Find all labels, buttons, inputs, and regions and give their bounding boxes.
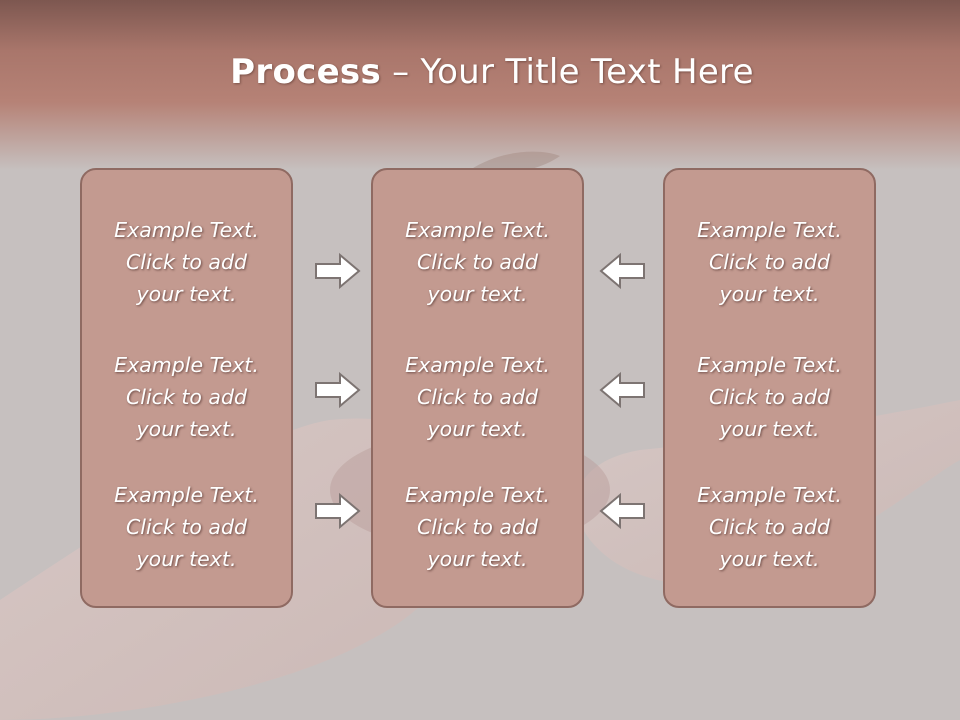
right-arrow-icon — [315, 492, 361, 530]
text-line: your text. — [427, 282, 528, 306]
text-block[interactable]: Example Text. Click to add your text. — [373, 214, 582, 310]
text-block[interactable]: Example Text. Click to add your text. — [373, 479, 582, 575]
text-line: Example Text. — [405, 483, 550, 507]
text-line: Click to add — [416, 515, 539, 539]
text-block[interactable]: Example Text. Click to add your text. — [82, 349, 291, 445]
text-line: your text. — [719, 282, 820, 306]
text-line: Example Text. — [697, 483, 842, 507]
text-line: Click to add — [416, 250, 539, 274]
text-block[interactable]: Example Text. Click to add your text. — [373, 349, 582, 445]
text-line: your text. — [136, 282, 237, 306]
header-band — [0, 0, 960, 170]
text-line: Example Text. — [697, 353, 842, 377]
middle-panel[interactable]: Example Text. Click to add your text. Ex… — [371, 168, 584, 608]
title-rest: – Your Title Text Here — [381, 52, 754, 92]
text-line: your text. — [719, 547, 820, 571]
text-block[interactable]: Example Text. Click to add your text. — [665, 349, 874, 445]
right-arrow-icon — [315, 252, 361, 290]
text-line: Click to add — [416, 385, 539, 409]
text-line: Example Text. — [405, 218, 550, 242]
left-arrow-icon — [599, 371, 645, 409]
text-line: your text. — [136, 547, 237, 571]
text-block[interactable]: Example Text. Click to add your text. — [665, 479, 874, 575]
text-line: Example Text. — [405, 353, 550, 377]
text-line: Click to add — [708, 385, 831, 409]
text-line: Click to add — [708, 250, 831, 274]
text-line: your text. — [427, 417, 528, 441]
text-line: Example Text. — [114, 353, 259, 377]
right-panel[interactable]: Example Text. Click to add your text. Ex… — [663, 168, 876, 608]
left-panel[interactable]: Example Text. Click to add your text. Ex… — [80, 168, 293, 608]
text-line: Click to add — [125, 385, 248, 409]
text-line: your text. — [136, 417, 237, 441]
left-arrow-icon — [599, 252, 645, 290]
text-line: Click to add — [125, 515, 248, 539]
text-block[interactable]: Example Text. Click to add your text. — [82, 479, 291, 575]
slide-title[interactable]: Process – Your Title Text Here — [0, 52, 960, 92]
text-line: Example Text. — [697, 218, 842, 242]
title-bold: Process — [230, 52, 382, 92]
left-arrow-icon — [599, 492, 645, 530]
text-line: your text. — [427, 547, 528, 571]
text-line: Click to add — [708, 515, 831, 539]
text-block[interactable]: Example Text. Click to add your text. — [82, 214, 291, 310]
right-arrow-icon — [315, 371, 361, 409]
text-line: Click to add — [125, 250, 248, 274]
text-block[interactable]: Example Text. Click to add your text. — [665, 214, 874, 310]
text-line: your text. — [719, 417, 820, 441]
text-line: Example Text. — [114, 483, 259, 507]
text-line: Example Text. — [114, 218, 259, 242]
